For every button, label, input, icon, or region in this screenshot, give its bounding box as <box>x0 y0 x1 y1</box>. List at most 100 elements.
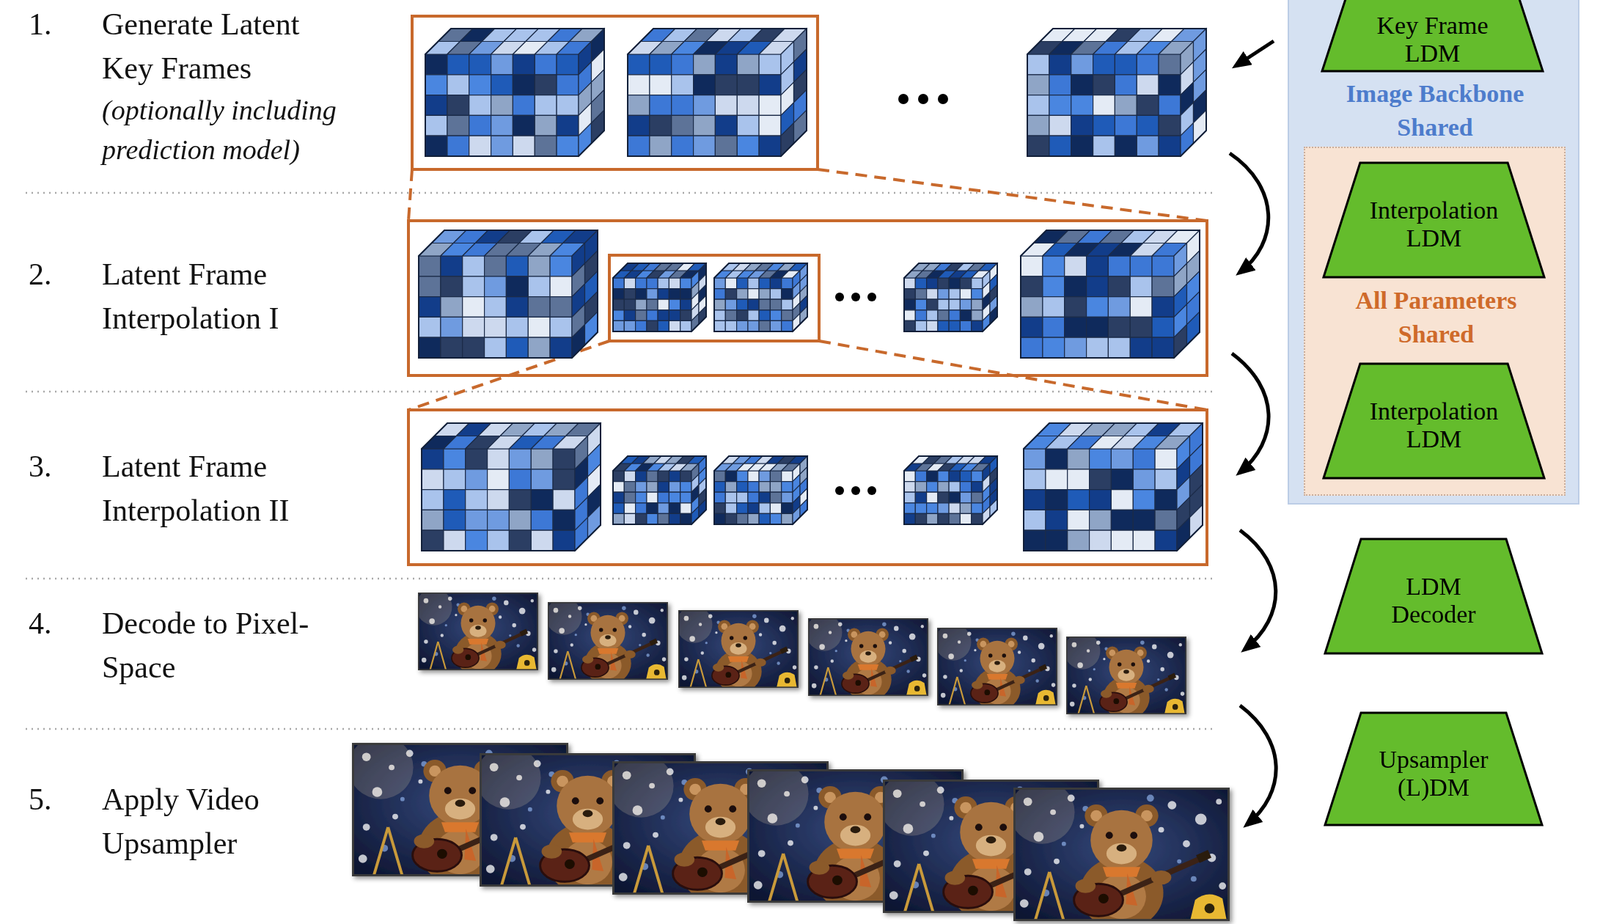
cube-cell <box>505 337 528 358</box>
cube-cell <box>1154 469 1177 490</box>
cube-cell <box>725 513 737 525</box>
cube-cell <box>1158 135 1181 157</box>
cube-cell <box>443 448 466 470</box>
cube-cell <box>443 530 466 551</box>
cube-cell <box>552 509 575 531</box>
cube-cell <box>714 54 737 75</box>
cube-cell <box>646 470 658 482</box>
cube-cell <box>418 276 441 297</box>
cube-cell <box>1107 255 1130 277</box>
cube-cell <box>491 54 514 75</box>
cube-cell <box>1023 509 1046 531</box>
cube-cell <box>1071 115 1094 136</box>
cube-cell <box>971 277 983 289</box>
cube-cell <box>693 135 716 157</box>
cube-cell <box>758 135 781 157</box>
cube-cell <box>948 503 960 515</box>
cube-cell <box>425 115 448 136</box>
cube-cell <box>668 299 680 311</box>
cube-cell <box>1020 255 1043 277</box>
cube-outline <box>1027 28 1207 157</box>
latent-cube <box>613 456 707 525</box>
cube-cell <box>1023 489 1046 511</box>
cube-cell <box>680 310 692 322</box>
cube-cell <box>915 299 927 311</box>
cube-cell <box>1049 115 1072 136</box>
cube-cell <box>425 135 448 157</box>
cube-cell <box>613 288 625 300</box>
cube-cell <box>627 74 650 96</box>
cube-cell <box>1136 135 1159 157</box>
cube-cell <box>443 509 466 531</box>
latent-cube <box>418 230 598 358</box>
cube-cell <box>1045 530 1068 551</box>
cube-cell <box>725 481 737 493</box>
cube-cell <box>769 503 781 515</box>
cube-cell <box>635 288 647 300</box>
cube-cell <box>1158 95 1181 116</box>
cube-cell <box>549 255 572 277</box>
cube-cell <box>613 277 625 289</box>
cube-cell <box>725 299 737 311</box>
cube-cell <box>462 316 485 338</box>
cube-cell <box>443 489 466 511</box>
cube-cell <box>613 470 625 482</box>
cube-cell <box>937 503 949 515</box>
cube-cell <box>1132 448 1155 470</box>
step-number: 4. <box>28 601 53 646</box>
cube-cell <box>1086 276 1109 297</box>
cube-cell <box>1089 509 1112 531</box>
cube-outline <box>418 230 598 358</box>
cube-cell <box>469 95 492 116</box>
cube-cell <box>714 115 737 136</box>
cube-cell <box>758 470 770 482</box>
cube-cell <box>926 513 938 525</box>
cube-cell <box>512 95 535 116</box>
cube-cell <box>1049 95 1072 116</box>
cube-cell <box>747 503 759 515</box>
cube-cell <box>1129 276 1152 297</box>
cube-cell <box>769 277 781 289</box>
model-label: Key Frame LDM <box>1363 11 1503 68</box>
cube-cell <box>613 492 625 504</box>
cube-cell <box>657 288 669 300</box>
cube-cell <box>725 277 737 289</box>
cube-cell <box>1027 115 1050 136</box>
cube-cell <box>624 492 636 504</box>
cube-cell <box>780 123 795 157</box>
cube-cell <box>1064 337 1087 358</box>
model-label: Interpolation LDM <box>1351 196 1517 253</box>
cube-cell <box>971 288 983 300</box>
cube-cell <box>971 492 983 504</box>
cube-cell <box>926 277 938 289</box>
cube-cell <box>418 316 441 338</box>
cube-cell <box>421 448 444 470</box>
cube-cell <box>1151 337 1174 358</box>
cube-cell <box>585 311 599 345</box>
cube-cell <box>657 310 669 322</box>
latent-cube <box>714 263 808 332</box>
cube-cell <box>758 115 781 136</box>
panel-title: Image Backbone Shared <box>1325 76 1546 145</box>
cube-cell <box>657 320 669 332</box>
cube-outline <box>1023 423 1203 551</box>
cube-cell <box>1045 489 1068 511</box>
cube-cell <box>714 277 726 289</box>
cube-cell <box>948 299 960 311</box>
cube-cell <box>1020 276 1043 297</box>
cube-cell <box>646 310 658 322</box>
cube-cell <box>937 299 949 311</box>
upsampler-ldm: Upsampler (L)DM <box>1323 711 1544 827</box>
cube-cell <box>747 288 759 300</box>
cube-cell <box>627 54 650 75</box>
cube-cell <box>959 513 971 525</box>
cube-cell <box>1190 504 1204 538</box>
cube-cell <box>613 513 625 525</box>
cube-cell <box>959 299 971 311</box>
cube-cell <box>668 481 680 493</box>
cube-cell <box>512 54 535 75</box>
cube-cell <box>491 135 514 157</box>
cube-cell <box>646 481 658 493</box>
cube-cell <box>971 320 983 332</box>
cube-cell <box>624 513 636 525</box>
